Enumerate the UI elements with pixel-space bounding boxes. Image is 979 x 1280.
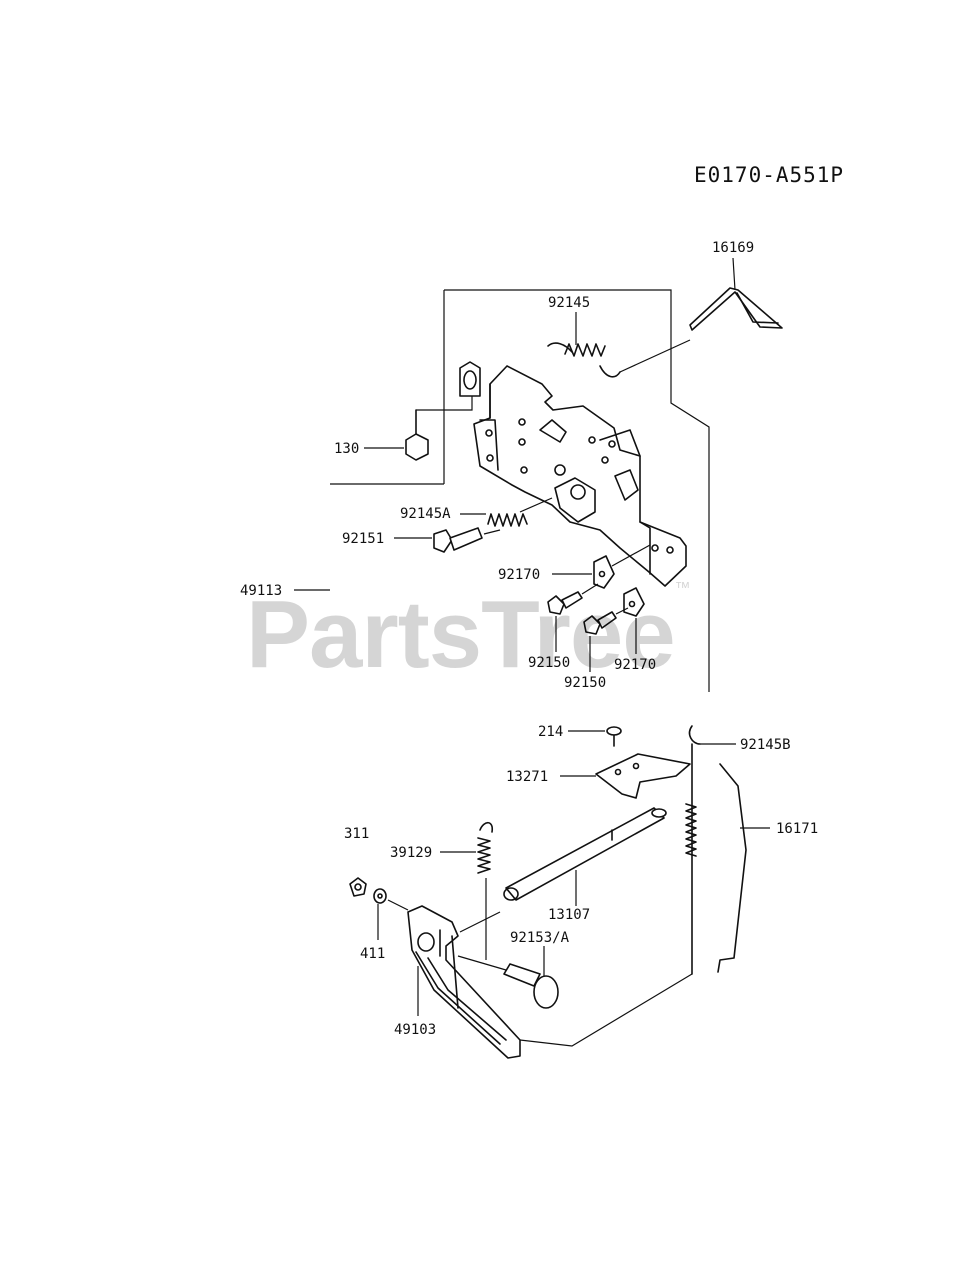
bolt-92151 xyxy=(394,527,501,553)
callout-130[interactable]: 130 xyxy=(334,441,359,457)
spring-92145 xyxy=(547,312,691,378)
callout-92145A[interactable]: 92145A xyxy=(400,506,451,522)
shaft-13107 xyxy=(503,807,667,906)
callout-labels: 16169 92145 130 92145A 92151 92170 49113… xyxy=(240,240,818,1038)
callout-49103[interactable]: 49103 xyxy=(394,1022,436,1038)
callout-13107[interactable]: 13107 xyxy=(548,907,590,923)
callout-92145B[interactable]: 92145B xyxy=(740,737,791,753)
screw-92150-a xyxy=(547,583,599,652)
callout-92153A[interactable]: 92153/A xyxy=(510,930,570,946)
callout-92151[interactable]: 92151 xyxy=(342,531,384,547)
callout-39129[interactable]: 39129 xyxy=(390,845,432,861)
callout-411[interactable]: 411 xyxy=(360,946,385,962)
callout-16169[interactable]: 16169 xyxy=(712,240,754,256)
clamp-92170-a xyxy=(552,544,651,589)
trademark-mark: ™ xyxy=(674,580,691,597)
callout-13271[interactable]: 13271 xyxy=(506,769,548,785)
spring-92145A xyxy=(460,497,553,527)
watermark-text: PartsTree xyxy=(246,581,676,688)
diagram-code: E0170-A551P xyxy=(694,163,845,187)
control-plate-49113 xyxy=(473,365,687,587)
callout-92170-b[interactable]: 92170 xyxy=(614,657,656,673)
callout-311[interactable]: 311 xyxy=(344,826,369,842)
bolt-130 xyxy=(364,361,481,461)
screw-214 xyxy=(568,726,622,747)
lever-49103 xyxy=(407,905,693,1059)
nut-311 xyxy=(349,877,367,897)
watermark-logo: PartsTree™ xyxy=(246,580,691,690)
callout-92170-a[interactable]: 92170 xyxy=(498,567,540,583)
link-rod-16169 xyxy=(689,257,783,331)
plate-13271 xyxy=(560,753,691,799)
clamp-92170-b xyxy=(623,587,645,654)
washer-411 xyxy=(373,888,409,940)
bolt-92153A xyxy=(457,946,559,1009)
spring-92145B xyxy=(685,725,736,975)
rod-16171 xyxy=(717,763,770,973)
callout-92150-b[interactable]: 92150 xyxy=(564,675,606,691)
callout-16171[interactable]: 16171 xyxy=(776,821,818,837)
screw-92150-b xyxy=(583,607,629,672)
callout-49113[interactable]: 49113 xyxy=(240,583,282,599)
callout-92150-a[interactable]: 92150 xyxy=(528,655,570,671)
callout-214[interactable]: 214 xyxy=(538,724,563,740)
group-bracket-lines xyxy=(330,289,710,692)
callout-92145[interactable]: 92145 xyxy=(548,295,590,311)
